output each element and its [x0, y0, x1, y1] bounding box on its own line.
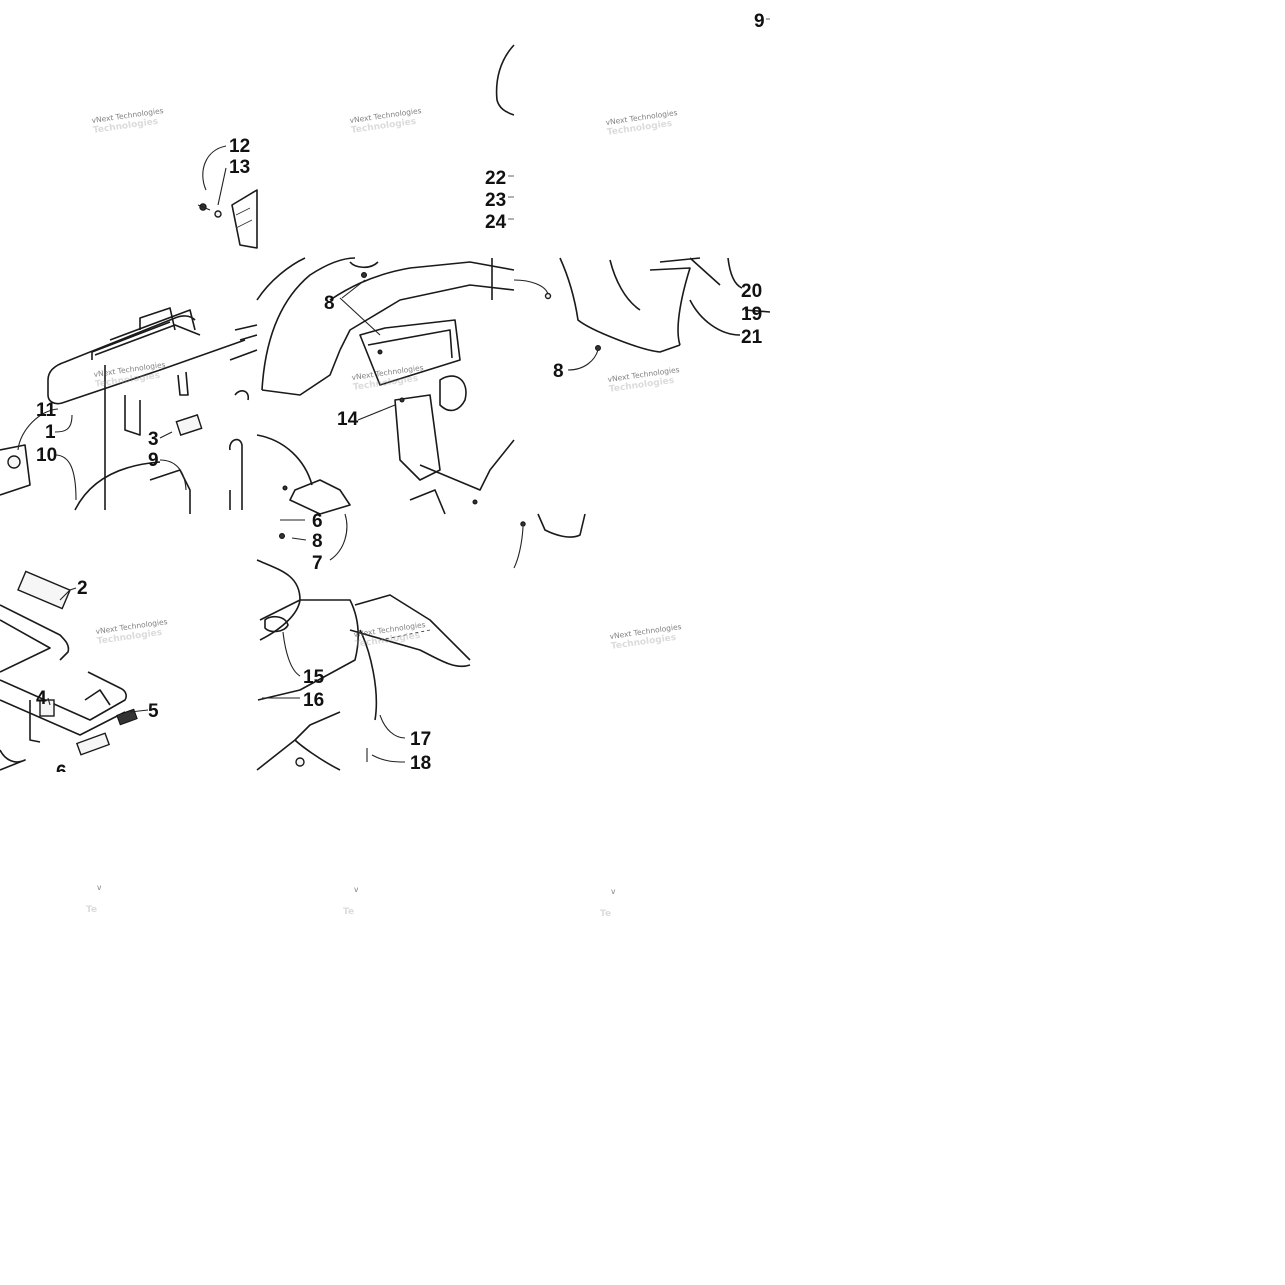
watermark-fragment: v	[354, 885, 359, 894]
callout-4: 4	[36, 688, 47, 709]
part-rear-fender	[256, 257, 515, 515]
callout-11: 11	[36, 400, 57, 421]
watermark-fragment: v	[97, 883, 102, 892]
callout-15: 15	[303, 667, 325, 688]
watermark-fragment: Te	[600, 909, 611, 919]
callout-17: 17	[410, 729, 431, 750]
callout-13: 13	[229, 157, 250, 178]
callout-19: 19	[741, 304, 762, 325]
part-panel-edge	[495, 18, 772, 220]
callout-1: 1	[45, 422, 56, 443]
callout-9: 9	[148, 450, 159, 471]
callout-12: 12	[229, 136, 250, 157]
callout-7: 7	[312, 553, 323, 574]
part-rack-front	[0, 570, 149, 771]
callout-6: 6	[312, 511, 323, 532]
part-mud-flap	[513, 257, 771, 371]
callout-8: 8	[324, 293, 335, 314]
callout-23: 23	[485, 190, 506, 211]
part-bracket-12-13	[197, 145, 258, 249]
callout-20: 20	[741, 281, 762, 302]
callout-22: 22	[485, 168, 506, 189]
part-fender-lower	[256, 513, 471, 771]
callout-8: 8	[553, 361, 564, 382]
callout-3: 3	[148, 429, 159, 450]
callout-14: 14	[337, 409, 359, 430]
callout-10: 10	[36, 445, 57, 466]
callout-18: 18	[410, 753, 431, 774]
part-rear-rack	[0, 307, 258, 514]
callout-labels: 9 12 13 22 23 24 8 20 19 21 8 14 11 1 10…	[36, 11, 765, 783]
callout-8: 8	[312, 531, 323, 552]
part-flap-edge	[513, 513, 586, 569]
callout-16: 16	[303, 690, 324, 711]
callout-9: 9	[754, 11, 765, 32]
callout-5: 5	[148, 701, 159, 722]
callout-2: 2	[77, 578, 88, 599]
watermark-fragment: Te	[343, 907, 354, 917]
watermark-fragment: v	[611, 887, 616, 896]
watermark-fragment: Te	[86, 905, 97, 915]
callout-21: 21	[741, 327, 763, 348]
callout-24: 24	[485, 212, 507, 233]
